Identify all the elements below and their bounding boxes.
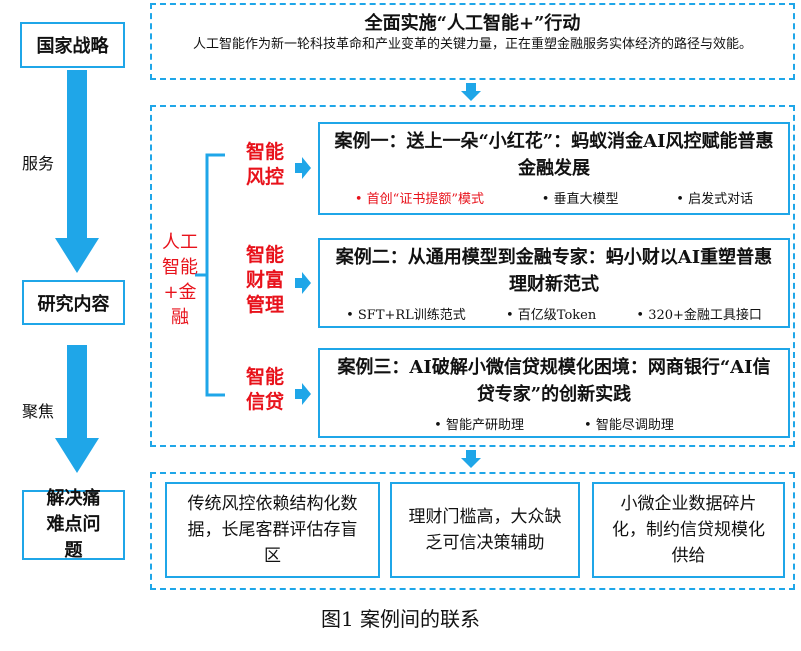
- bracket-icon: [195, 153, 225, 397]
- service-label: 服务: [22, 154, 55, 173]
- bottom-section: [150, 472, 795, 590]
- case-box: 案例一：送上一朵“小红花”：蚂蚁消金AI风控赋能普惠金融发展 • 首创“证书提额…: [318, 122, 790, 215]
- case-bullet: SFT+RL训练范式: [357, 308, 466, 323]
- right-arrow-icon: [295, 157, 311, 179]
- case-bullet: 垂直大模型: [553, 192, 619, 207]
- case-title: 案例三：AI破解小微信贷规模化困境：网商银行“AI信贷专家”的创新实践: [337, 357, 771, 405]
- strategy-box: 国家战略: [20, 22, 125, 68]
- right-arrow-icon: [295, 383, 311, 405]
- case-title: 案例一：送上一朵“小红花”：蚂蚁消金AI风控赋能普惠金融发展: [334, 131, 774, 179]
- case-title: 案例二：从通用模型到金融专家：蚂小财以AI重塑普惠理财新范式: [335, 247, 773, 295]
- case-bullet: 智能尽调助理: [595, 418, 674, 433]
- branch-label: 智能信贷: [246, 366, 285, 413]
- middle-section: [150, 105, 795, 447]
- down-arrow-icon: [55, 70, 99, 273]
- case-box: 案例三：AI破解小微信贷规模化困境：网商银行“AI信贷专家”的创新实践 • 智能…: [318, 348, 790, 438]
- top-desc: 人工智能作为新一轮科技革命和产业变革的关键力量，正在重塑金融服务实体经济的路径与…: [192, 37, 752, 52]
- research-box: 研究内容: [22, 280, 125, 325]
- down-arrow-icon: [55, 345, 99, 473]
- branch-label: 智能风控: [246, 141, 285, 188]
- root-label: 人工智能+金融: [162, 232, 198, 328]
- pain-point-box: 小微企业数据碎片化，制约信贷规模化供给: [592, 482, 785, 578]
- pain-point-box: 理财门槛高，大众缺乏可信决策辅助: [390, 482, 580, 578]
- case-bullet: 智能产研助理: [445, 418, 524, 433]
- top-title: 全面实施“人工智能+”行动: [364, 13, 581, 34]
- pain-box: 解决痛难点问题: [22, 488, 125, 561]
- down-arrow-icon: [461, 83, 481, 101]
- down-arrow-icon: [461, 450, 481, 468]
- case-bullet: 首创“证书提额”模式: [366, 192, 484, 207]
- pain-point-box: 传统风控依赖结构化数据，长尾客群评估存盲区: [165, 482, 380, 578]
- figure-caption: 图1 案例间的联系: [320, 607, 481, 631]
- case-bullet: 320+金融工具接口: [648, 308, 762, 323]
- case-bullet: 百亿级Token: [517, 308, 597, 323]
- case-box: 案例二：从通用模型到金融专家：蚂小财以AI重塑普惠理财新范式 • SFT+RL训…: [318, 238, 790, 328]
- branch-label: 智能财富管理: [246, 244, 285, 316]
- right-arrow-icon: [295, 272, 311, 294]
- top-section: 全面实施“人工智能+”行动 人工智能作为新一轮科技革命和产业变革的关键力量，正在…: [150, 3, 795, 80]
- focus-label: 聚焦: [22, 402, 55, 421]
- case-bullet: 启发式对话: [688, 192, 754, 207]
